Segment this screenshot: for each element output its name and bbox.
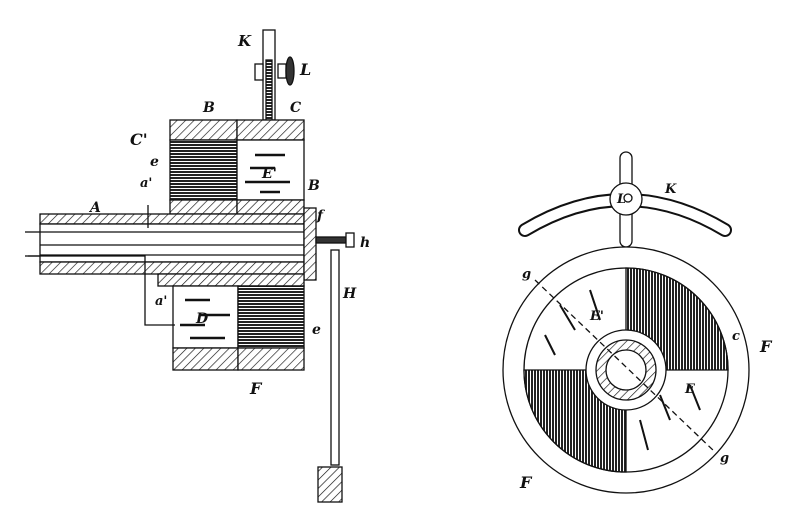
label-C-prime: C'	[130, 130, 148, 149]
labels: K L B C C' e a' A E' B f h a' D H e F L …	[88, 32, 773, 492]
shaft-A	[39, 213, 305, 225]
label-h: h	[360, 235, 370, 251]
label-C-top: C	[290, 100, 301, 116]
rod-H	[330, 249, 340, 466]
label-F-bottom: F	[519, 473, 533, 492]
label-a-prime-top: a'	[140, 176, 152, 191]
label-F-right: F	[759, 337, 773, 356]
label-face-E-prime: E'	[589, 309, 604, 324]
label-D: D	[195, 311, 209, 327]
label-E-prime: E'	[261, 166, 277, 182]
knob-L	[277, 63, 287, 79]
label-e-right: e	[312, 322, 321, 338]
label-a-prime-bottom: a'	[155, 294, 167, 309]
label-B-top: B	[202, 100, 215, 116]
label-g-bottom: g	[720, 451, 729, 466]
label-f: f	[316, 208, 326, 224]
label-A: A	[88, 200, 101, 216]
label-face-L: L	[616, 192, 626, 207]
label-K: K	[237, 32, 252, 50]
magnet-E-prime	[236, 139, 305, 201]
label-g-top: g	[522, 267, 531, 282]
label-e-left: e	[150, 154, 159, 170]
label-F: F	[249, 379, 263, 398]
face-view-figure	[502, 151, 750, 494]
label-face-K: K	[664, 182, 677, 197]
label-H: H	[342, 286, 357, 302]
label-c: c	[732, 329, 740, 344]
label-face-E: E	[684, 382, 696, 397]
label-L: L	[299, 60, 311, 79]
label-B-right: B	[307, 178, 320, 194]
magnet-F	[237, 285, 305, 349]
side-section-figure	[25, 29, 355, 503]
magnet-dark-upper	[169, 139, 238, 201]
